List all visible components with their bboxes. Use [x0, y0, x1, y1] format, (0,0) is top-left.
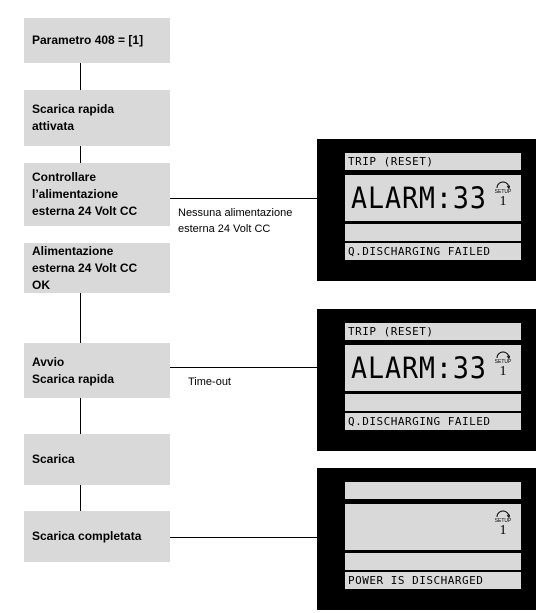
step-label: Controllare l’alimentazione esterna 24 V… [32, 170, 138, 218]
step-parameter: Parametro 408 = [1] [24, 18, 170, 63]
step-external-supply-ok: Alimentazione esterna 24 Volt CC OK [24, 243, 170, 293]
step-label: Avvio Scarica rapida [32, 354, 115, 386]
lcd-line-3 [345, 553, 521, 570]
setup-indicator: SETUP 1 [491, 351, 515, 385]
step-start-quick-discharge: Avvio Scarica rapida [24, 343, 170, 398]
setup-label: SETUP [494, 359, 512, 365]
step-discharge-complete: Scarica completata [24, 511, 170, 562]
lcd-alarm-row: ALARM:33 SETUP 1 [345, 345, 521, 391]
setup-arrow-icon [496, 181, 510, 189]
step-label: Alimentazione esterna 24 Volt CC OK [32, 243, 138, 292]
step-quick-discharge-activated: Scarica rapida attivata [24, 90, 170, 146]
setup-label: SETUP [494, 189, 512, 195]
step-label: Scarica rapida attivata [32, 102, 115, 133]
connector-1 [80, 63, 81, 90]
lcd-line-4: Q.DISCHARGING FAILED [345, 243, 521, 260]
lcd-display: TRIP (RESET) ALARM:33 SETUP 1 Q.DISCHARG… [317, 309, 536, 451]
step-check-external-supply: Controllare l’alimentazione esterna 24 V… [24, 163, 170, 226]
connector-timeout [170, 367, 317, 368]
setup-indicator: SETUP 1 [491, 181, 515, 215]
lcd-alarm-row: SETUP 1 [345, 504, 521, 550]
connector-no-power [170, 198, 317, 199]
connector-4 [80, 398, 81, 434]
note-timeout: Time-out [188, 376, 231, 388]
lcd-line-1: TRIP (RESET) [345, 153, 521, 170]
lcd-alarm-text: ALARM:33 [351, 351, 487, 385]
setup-arrow-icon [496, 510, 510, 518]
step-label: Parametro 408 = [1] [32, 33, 144, 47]
lcd-line-4: Q.DISCHARGING FAILED [345, 413, 521, 430]
step-label: Scarica [32, 452, 75, 466]
lcd-alarm-row: ALARM:33 SETUP 1 [345, 175, 521, 221]
lcd-line-3 [345, 224, 521, 241]
note-no-external-supply: Nessuna alimentazione esterna 24 Volt CC [178, 207, 293, 235]
setup-arrow-icon [496, 351, 510, 359]
connector-5 [80, 485, 81, 511]
setup-label: SETUP [494, 518, 512, 524]
connector-discharged [170, 537, 317, 538]
lcd-line-1 [345, 482, 521, 499]
setup-number: 1 [499, 194, 507, 209]
step-label: Scarica completata [32, 529, 142, 543]
connector-3 [80, 293, 81, 343]
lcd-alarm-text: ALARM:33 [351, 181, 487, 215]
setup-indicator: SETUP 1 [491, 510, 515, 544]
lcd-display: SETUP 1 POWER IS DISCHARGED [317, 468, 536, 610]
lcd-line-1: TRIP (RESET) [345, 323, 521, 340]
setup-number: 1 [499, 523, 507, 538]
setup-number: 1 [499, 364, 507, 379]
lcd-display: TRIP (RESET) ALARM:33 SETUP 1 Q.DISCHARG… [317, 139, 536, 281]
step-discharge: Scarica [24, 434, 170, 485]
lcd-line-4: POWER IS DISCHARGED [345, 572, 521, 589]
lcd-line-3 [345, 394, 521, 411]
connector-2 [80, 146, 81, 163]
